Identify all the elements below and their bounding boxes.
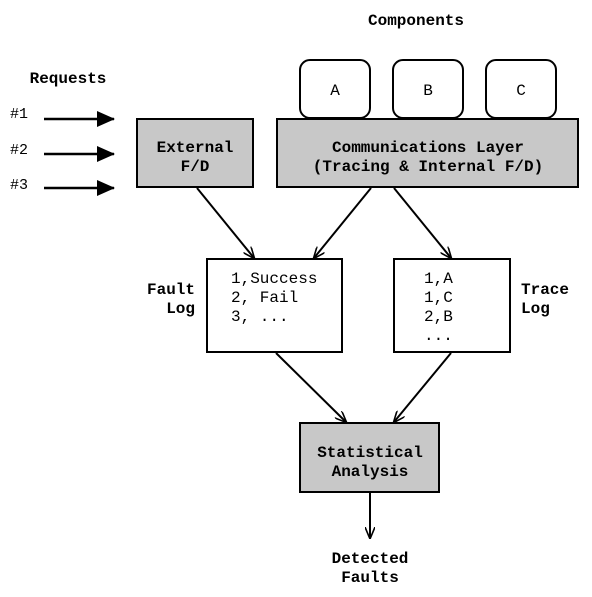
arrow-comm-to-trace-log	[393, 187, 451, 258]
arrow-comm-to-fault-log	[314, 187, 372, 258]
fault-log-entry: 3, ...	[231, 308, 289, 326]
trace-log-entry: 1,A	[424, 270, 453, 288]
fault-log-label-line2: Log	[166, 300, 195, 318]
component-c: C	[485, 59, 557, 119]
external-fd-line2: F/D	[181, 158, 210, 176]
trace-log-entry: ...	[424, 327, 453, 345]
external-fd-line1: External	[157, 139, 234, 157]
fault-log-entry: 2, Fail	[231, 289, 298, 307]
request-label-1: #1	[10, 106, 28, 123]
request-label-2: #2	[10, 142, 28, 159]
fault-log-label-line1: Fault	[147, 281, 195, 299]
arrow-external-to-fault-log	[196, 187, 254, 258]
trace-log-entry: 1,C	[424, 289, 453, 307]
fault-log-entry: 1,Success	[231, 270, 317, 288]
communications-layer-line1: Communications Layer	[332, 139, 524, 157]
requests-title: Requests	[30, 70, 107, 88]
detected-faults-line1: Detected	[332, 550, 409, 568]
arrow-fault-log-to-analysis	[275, 352, 346, 422]
trace-log-box: 1,A 1,C 2,B ...	[393, 258, 511, 353]
component-b: B	[392, 59, 464, 119]
communications-layer-line2: (Tracing & Internal F/D)	[313, 158, 543, 176]
statistical-analysis-box: Statistical Analysis	[299, 422, 440, 493]
component-a-label: A	[330, 82, 340, 100]
trace-log-label-line1: Trace	[521, 281, 569, 299]
component-b-label: B	[423, 82, 433, 100]
detected-faults-line2: Faults	[341, 569, 399, 587]
components-title: Components	[368, 12, 464, 30]
external-fd-box: External F/D	[136, 118, 254, 188]
component-c-label: C	[516, 82, 526, 100]
statistical-analysis-line2: Analysis	[332, 463, 409, 481]
arrow-trace-log-to-analysis	[394, 352, 452, 422]
statistical-analysis-line1: Statistical	[317, 444, 423, 462]
trace-log-entry: 2,B	[424, 308, 453, 326]
request-label-3: #3	[10, 177, 28, 194]
communications-layer-box: Communications Layer (Tracing & Internal…	[276, 118, 579, 188]
trace-log-label-line2: Log	[521, 300, 550, 318]
fault-log-box: 1,Success 2, Fail 3, ...	[206, 258, 343, 353]
component-a: A	[299, 59, 371, 119]
